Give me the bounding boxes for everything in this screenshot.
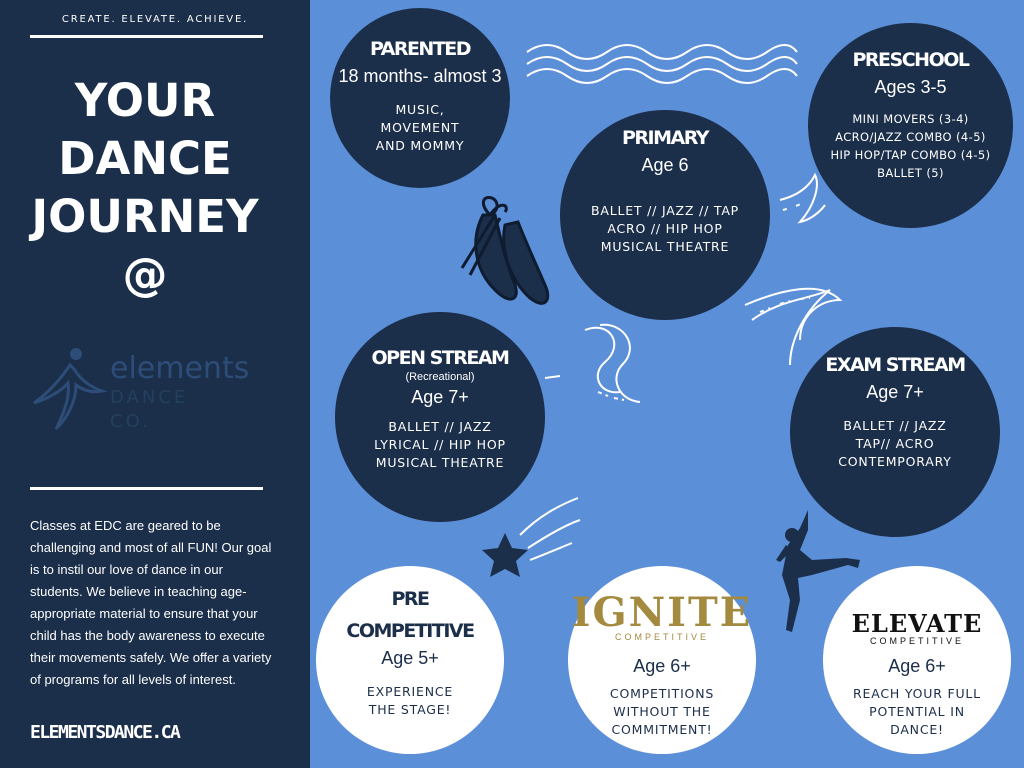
tagline: CREATE. ELEVATE. ACHIEVE. [61, 14, 249, 25]
sidebar: CREATE. ELEVATE. ACHIEVE. YOUR DANCE JOU… [0, 0, 310, 768]
program-pre-competitive[interactable]: PRE COMPETITIVE Age 5+ EXPERIENCE THE ST… [316, 566, 504, 754]
program-primary[interactable]: PRIMARY Age 6 BALLET // JAZZ // TAP ACRO… [560, 110, 770, 320]
logo-sub-co: CO. [110, 411, 151, 432]
program-age: Age 7+ [411, 387, 469, 407]
leaping-dancer-icon [776, 510, 860, 632]
elevate-logo: ELEVATE [851, 609, 983, 638]
top-divider [30, 35, 263, 38]
ignite-logo-sub: COMPETITIVE [614, 632, 709, 642]
program-age: 18 months- almost 3 [338, 66, 502, 86]
program-note: (Recreational) [405, 371, 475, 383]
program-age: Age 6+ [888, 656, 946, 676]
program-title: EXAM STREAM [825, 354, 966, 376]
logo-word: elements [110, 351, 250, 386]
program-elevate[interactable]: ELEVATE COMPETITIVE Age 6+ REACH YOUR FU… [823, 566, 1011, 754]
program-open-stream[interactable]: OPEN STREAM (Recreational) Age 7+ BALLET… [335, 312, 545, 522]
ignite-logo: IGNITE [571, 589, 753, 636]
program-classes: MINI MOVERS (3-4) ACRO/JAZZ COMBO (4-5) … [830, 112, 991, 180]
program-classes: COMPETITIONS WITHOUT THE COMMITMENT! [609, 686, 715, 737]
program-classes: BALLET // JAZZ LYRICAL // HIP HOP MUSICA… [374, 419, 506, 470]
program-parented[interactable]: PARENTED 18 months- almost 3 MUSIC, MOVE… [330, 8, 510, 188]
program-title: PRE COMPETITIVE [346, 588, 475, 642]
program-ignite[interactable]: IGNITE COMPETITIVE Age 6+ COMPETITIONS W… [568, 566, 756, 754]
dancer-logo-icon [33, 348, 108, 431]
winding-road-icon [744, 287, 843, 366]
bottom-divider [30, 487, 263, 490]
program-age: Age 7+ [866, 382, 924, 402]
program-age: Age 5+ [381, 648, 439, 668]
program-age: Age 6 [641, 155, 689, 175]
program-preschool[interactable]: PRESCHOOL Ages 3-5 MINI MOVERS (3-4) ACR… [808, 23, 1013, 228]
wavy-ribbon-icon [526, 44, 798, 84]
intro-paragraph: Classes at EDC are geared to be challeng… [30, 518, 272, 687]
winding-road-icon [544, 323, 641, 403]
program-title: PRIMARY [621, 127, 710, 149]
page-title: YOUR DANCE JOURNEY @ [31, 74, 259, 301]
program-age: Age 6+ [633, 656, 691, 676]
program-title: PARENTED [369, 38, 472, 60]
shooting-star-icon [482, 497, 581, 577]
program-classes: BALLET // JAZZ TAP// ACRO CONTEMPORARY [838, 418, 952, 469]
winding-road-icon [779, 172, 826, 224]
program-classes: EXPERIENCE THE STAGE! [366, 684, 454, 717]
studio-logo: elements DANCE CO. [30, 345, 280, 445]
website-link[interactable]: ELEMENTSDANCE.CA [30, 722, 181, 743]
program-classes: MUSIC, MOVEMENT AND MOMMY [375, 102, 465, 153]
program-title: OPEN STREAM [371, 347, 510, 369]
program-classes: BALLET // JAZZ // TAP ACRO // HIP HOP MU… [590, 203, 740, 254]
elevate-logo-sub: COMPETITIVE [869, 636, 964, 646]
program-classes: REACH YOUR FULL POTENTIAL IN DANCE! [853, 686, 981, 737]
program-age: Ages 3-5 [874, 77, 947, 97]
pointe-shoes-icon [460, 195, 550, 305]
program-title: PRESCHOOL [852, 49, 970, 71]
program-exam-stream[interactable]: EXAM STREAM Age 7+ BALLET // JAZZ TAP// … [790, 327, 1000, 537]
logo-sub-dance: DANCE [110, 387, 189, 408]
